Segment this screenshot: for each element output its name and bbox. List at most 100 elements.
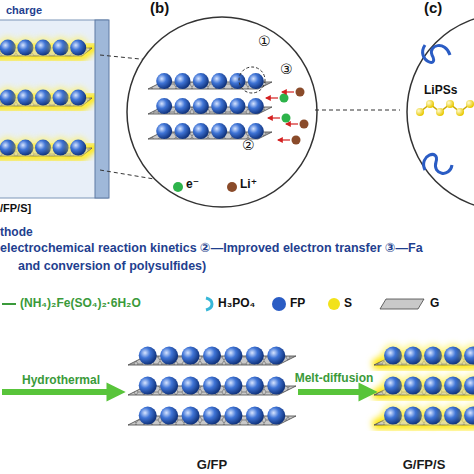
legend-swatch	[328, 298, 340, 310]
fp-sphere	[203, 407, 221, 425]
sulfur-shell	[402, 404, 425, 427]
fp-sphere	[444, 407, 462, 425]
fp-sphere	[246, 347, 264, 365]
fp-sphere	[267, 347, 285, 365]
fp-sphere	[35, 90, 51, 106]
blue-swirl	[423, 45, 450, 62]
carrier-dot	[280, 94, 289, 103]
legend-text: e⁻	[186, 178, 199, 191]
process-label: Melt-diffusion	[295, 372, 374, 385]
sulfur-atom	[456, 108, 464, 116]
fp-sphere	[424, 347, 442, 365]
fp-sphere	[175, 73, 191, 89]
caption-line: electrochemical reaction kinetics ②—Impr…	[0, 242, 423, 256]
fp-sphere	[139, 347, 157, 365]
panel-letter: (c)	[424, 0, 442, 17]
zoom-line	[315, 110, 400, 111]
sulfur-atom	[416, 108, 424, 116]
fp-sphere	[17, 90, 33, 106]
fp-sphere	[70, 40, 86, 56]
fp-sphere	[70, 140, 86, 156]
fp-sphere	[211, 98, 227, 114]
battery-schematic	[0, 20, 109, 198]
carrier-dot	[282, 114, 291, 123]
fp-sphere	[464, 407, 474, 425]
sulfur-shell	[462, 404, 474, 427]
fp-sphere	[404, 377, 422, 395]
transfer-arrow	[278, 139, 290, 140]
fp-sphere	[464, 377, 474, 395]
fp-sphere	[203, 377, 221, 395]
fp-sphere	[160, 407, 178, 425]
sulfur-shell	[68, 137, 89, 158]
sulfur-shell	[442, 404, 465, 427]
sulfur-shell	[402, 374, 425, 397]
sulfur-shell	[382, 404, 405, 427]
polysulfide-view	[407, 14, 474, 210]
blue-swirl	[424, 154, 452, 173]
fp-sphere	[230, 98, 246, 114]
magnifier-circle	[407, 14, 474, 210]
fp-sphere	[211, 123, 227, 139]
legend-text: Li⁺	[240, 178, 257, 191]
caption-line: and conversion of polysulfides)	[18, 260, 206, 274]
fp-sphere	[193, 73, 209, 89]
cell-housing	[0, 20, 108, 198]
fp-sphere	[0, 40, 16, 56]
sulfur-shell	[442, 374, 465, 397]
fp-sphere	[267, 407, 285, 425]
sulfur-shell	[462, 344, 474, 367]
fp-sphere	[230, 73, 246, 89]
fp-sphere	[404, 347, 422, 365]
magnifier-circle	[127, 17, 317, 207]
sulfur-shell	[382, 344, 405, 367]
fp-sphere	[424, 377, 442, 395]
fp-sphere	[384, 407, 402, 425]
carrier-dot	[296, 88, 305, 97]
sulfur-shell	[422, 374, 445, 397]
panel-letter: (b)	[150, 0, 169, 17]
callout-number: ③	[280, 62, 293, 77]
carrier-dot	[300, 120, 309, 129]
legend-text: FP	[290, 297, 305, 310]
fp-sphere	[224, 377, 242, 395]
fp-sphere	[139, 407, 157, 425]
legend-text: (NH₄)₂Fe(SO₄)₂·6H₂O	[20, 297, 141, 310]
fp-sphere	[384, 347, 402, 365]
material-stack: G/FP	[128, 340, 296, 472]
legend-icon	[206, 298, 212, 310]
sulfur-shell	[422, 404, 445, 427]
process-label: Hydrothermal	[22, 374, 100, 387]
legend-swatch	[272, 297, 286, 311]
fp-sphere	[384, 377, 402, 395]
sulfur-shell	[442, 344, 465, 367]
fp-sphere	[224, 407, 242, 425]
composite-stack	[374, 344, 474, 427]
legend-sheet-sample	[380, 299, 424, 309]
fp-sphere	[139, 377, 157, 395]
transfer-arrow	[268, 117, 280, 118]
fp-sphere	[182, 377, 200, 395]
sulfur-shell	[68, 87, 89, 108]
fp-sphere	[424, 407, 442, 425]
panel-caption: thode	[0, 226, 33, 239]
fp-sphere	[248, 98, 264, 114]
stack-label: G/FP	[128, 457, 296, 472]
fp-sphere	[0, 90, 16, 106]
legend-swatch	[173, 182, 183, 192]
fp-sphere	[160, 377, 178, 395]
carrier-dot	[292, 136, 301, 145]
transfer-arrow	[266, 97, 278, 98]
fp-sphere	[267, 377, 285, 395]
fp-sphere	[246, 377, 264, 395]
fp-sphere	[156, 98, 172, 114]
fp-sphere	[248, 73, 264, 89]
legend-line-sample	[2, 303, 16, 305]
legend-text: G	[430, 297, 439, 310]
electrode-label: /FP/S]	[0, 202, 31, 214]
sulfur-shell	[402, 344, 425, 367]
sulfur-shell	[422, 344, 445, 367]
fp-sphere	[53, 90, 69, 106]
